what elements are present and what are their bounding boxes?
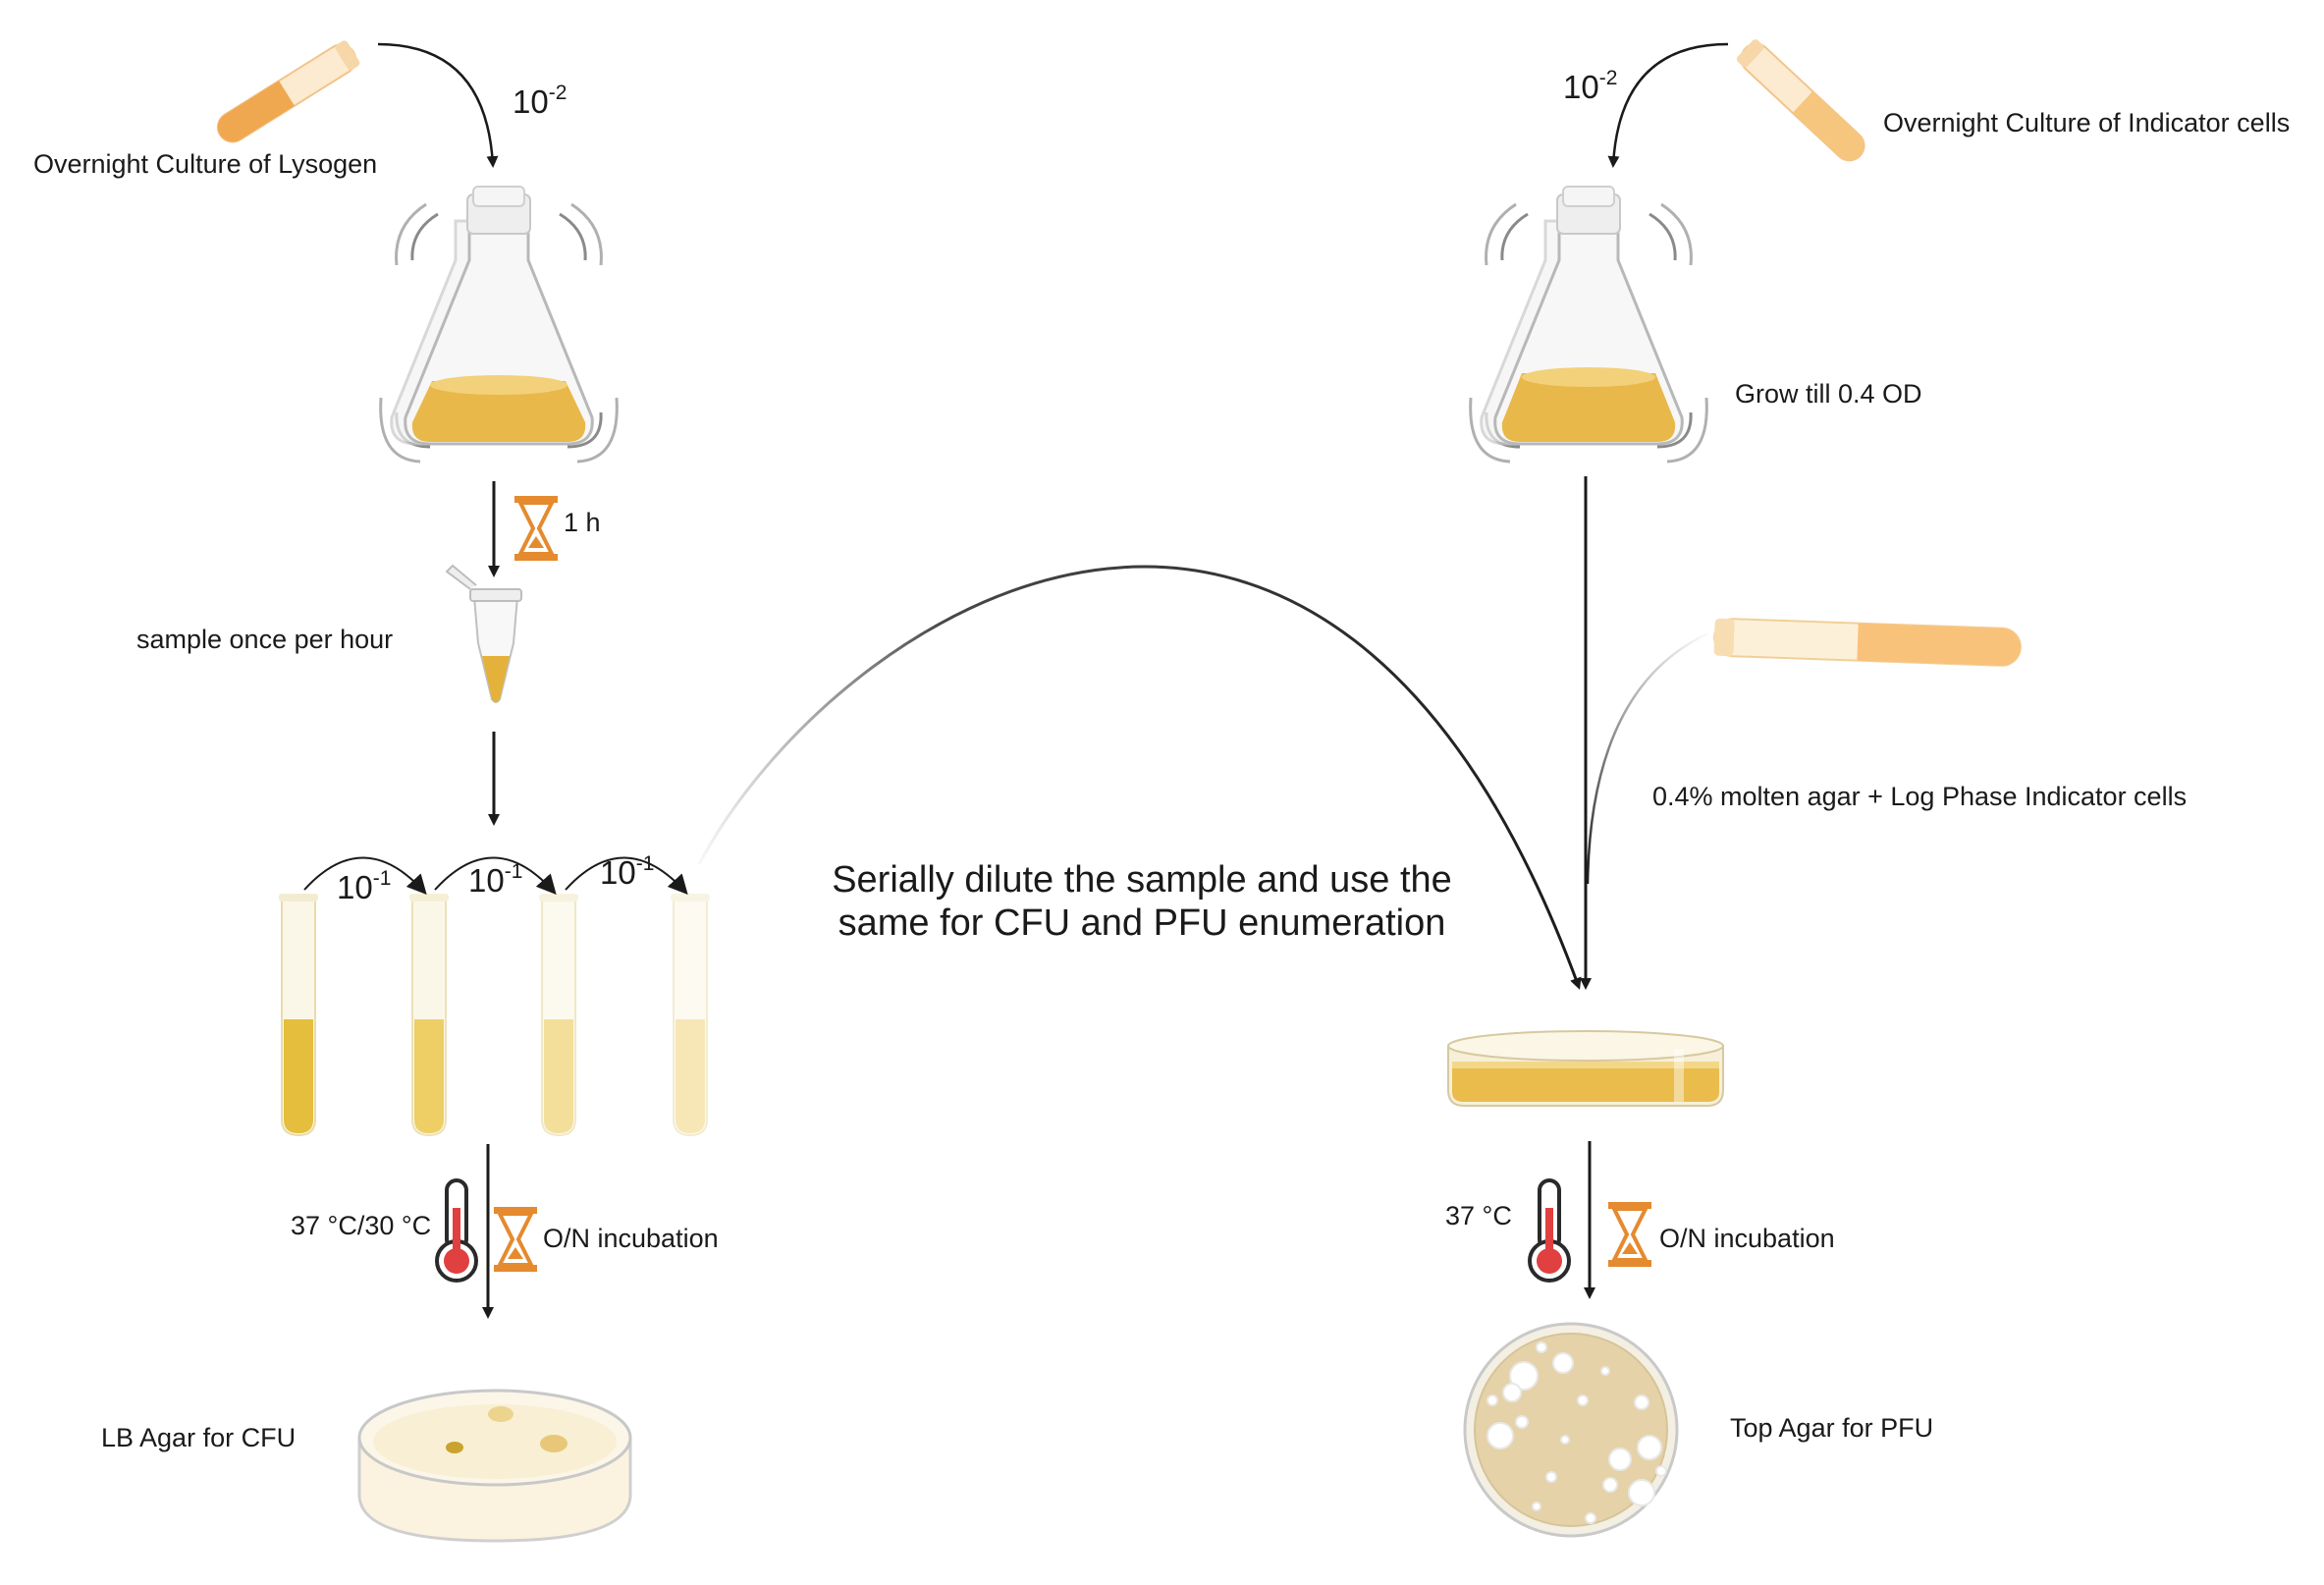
culture-tube-icon	[216, 40, 360, 143]
test-tube-icon	[279, 894, 318, 1137]
incubation-right-label: O/N incubation	[1659, 1224, 1835, 1253]
initial-dilution-right: 10-2	[1563, 67, 1617, 105]
top-agar-label: Top Agar for PFU	[1730, 1413, 1933, 1443]
shaking-flask-icon	[379, 186, 619, 464]
lb-agar-label: LB Agar for CFU	[101, 1423, 296, 1452]
serial-dilution-3: 10-1	[600, 852, 654, 891]
serial-dilution-1: 10-1	[337, 867, 391, 905]
one-hour-label: 1 h	[564, 508, 601, 537]
arrow-dilution-to-top-agar	[697, 565, 1582, 990]
serial-dilution-caption-line1: Serially dilute the sample and use the	[832, 859, 1452, 901]
arrow-molten-agar-merge	[1586, 631, 1709, 885]
temperature-right-label: 37 °C	[1445, 1201, 1512, 1230]
hourglass-icon	[1608, 1202, 1651, 1267]
sample-once-per-hour-label: sample once per hour	[136, 625, 393, 654]
serial-dilution-caption-line2: same for CFU and PFU enumeration	[838, 902, 1446, 944]
temperature-left-label: 37 °C/30 °C	[291, 1211, 431, 1240]
molten-agar-label: 0.4% molten agar + Log Phase Indicator c…	[1652, 782, 2187, 811]
dilution-arrow-left	[377, 42, 499, 168]
test-tube-icon	[671, 894, 710, 1137]
thermometer-icon	[435, 1178, 478, 1283]
microtube-icon	[445, 564, 522, 703]
dilution-arrow-right	[1607, 42, 1729, 168]
culture-tube-icon	[1713, 618, 2022, 667]
grow-od-label: Grow till 0.4 OD	[1735, 379, 1922, 409]
overnight-lysogen-label: Overnight Culture of Lysogen	[33, 149, 377, 179]
hourglass-icon	[514, 496, 558, 561]
incubation-left-label: O/N incubation	[543, 1224, 719, 1253]
test-tube-icon	[409, 894, 449, 1137]
petri-dish-icon	[1463, 1322, 1679, 1538]
test-tube-icon	[539, 894, 578, 1137]
culture-tube-icon	[1736, 39, 1865, 162]
petri-dish-icon	[357, 1389, 632, 1543]
hourglass-icon	[494, 1207, 537, 1272]
dilution-series: 10-1 10-1 10-1	[279, 852, 710, 1137]
petri-dish-icon	[1447, 1030, 1724, 1107]
serial-dilution-2: 10-1	[468, 860, 522, 899]
overnight-indicator-label: Overnight Culture of Indicator cells	[1883, 108, 2290, 137]
shaking-flask-icon	[1469, 186, 1708, 464]
initial-dilution-left: 10-2	[513, 82, 567, 120]
thermometer-icon	[1528, 1178, 1571, 1283]
